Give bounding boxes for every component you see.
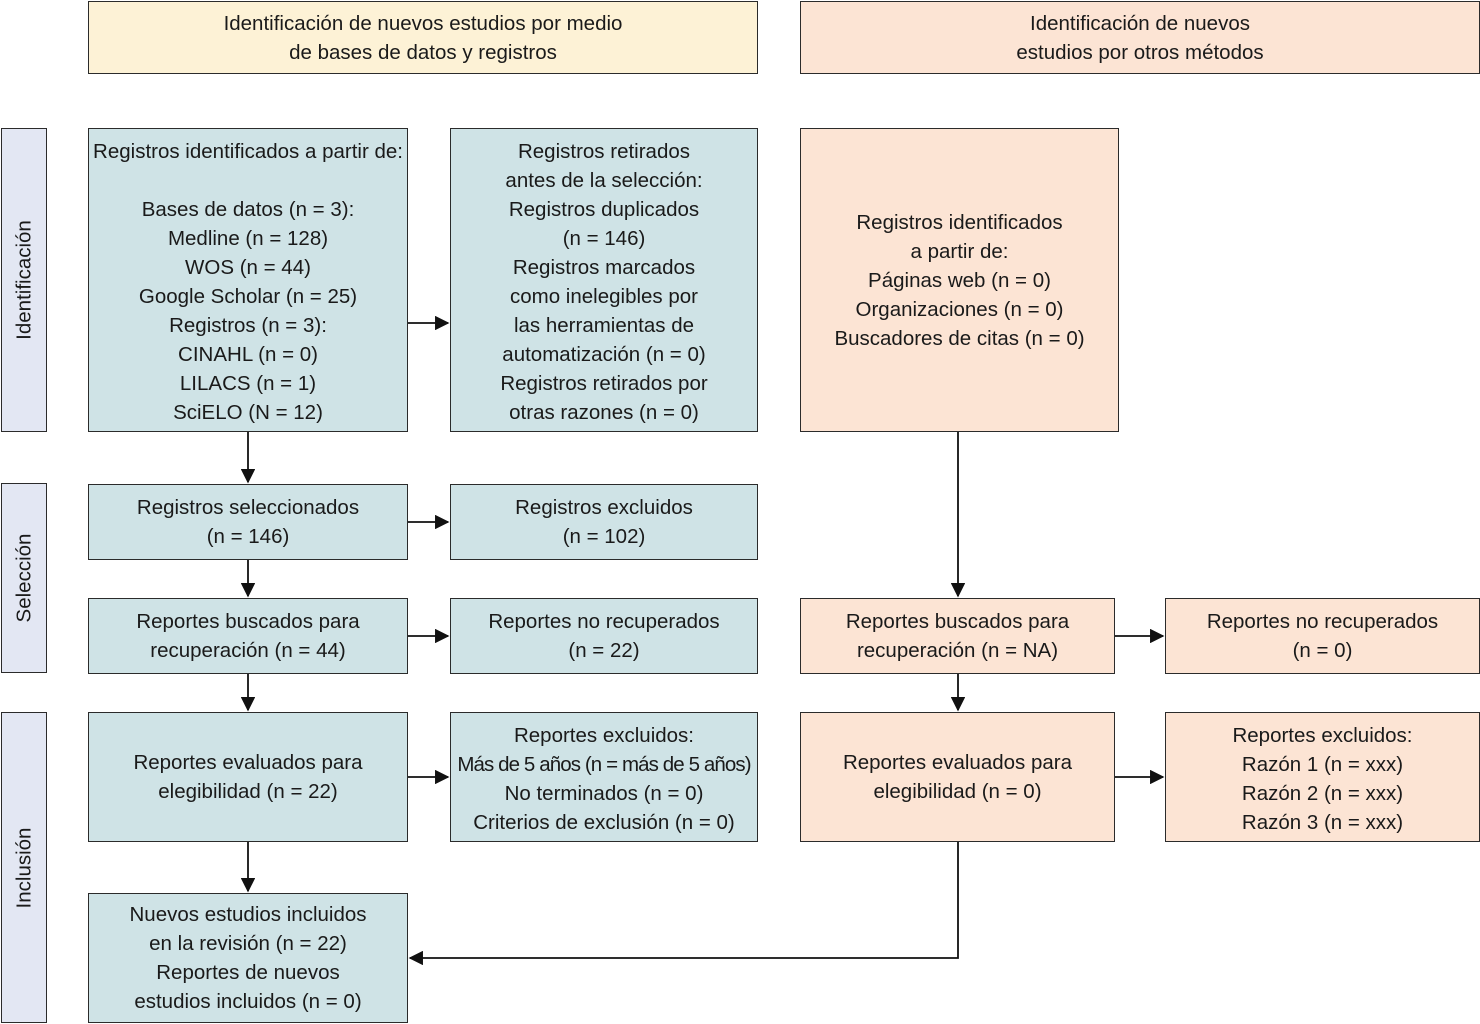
box-line: Razón 1 (n = xxx) bbox=[1241, 753, 1404, 776]
box-title: Registros identificados a partir de: bbox=[93, 140, 403, 163]
records-excluded-box: Registros excluidos (n = 102) bbox=[450, 484, 758, 560]
records-removed-box: Registros retirados antes de la selecció… bbox=[450, 128, 758, 432]
box-line: las herramientas de bbox=[513, 314, 695, 337]
records-screened-box: Registros seleccionados (n = 146) bbox=[88, 484, 408, 560]
box-line: otras razones (n = 0) bbox=[509, 401, 699, 424]
reports-assessed-box: Reportes evaluados para elegibilidad (n … bbox=[88, 712, 408, 842]
other-reports-excluded-box: Reportes excluidos: Razón 1 (n = xxx) Ra… bbox=[1165, 712, 1480, 842]
box-line: LILACS (n = 1) bbox=[179, 372, 317, 395]
phase-selection: Selección bbox=[1, 483, 47, 673]
box-line: Registros excluidos bbox=[515, 496, 693, 519]
box-line: Reportes buscados para bbox=[845, 610, 1070, 633]
reports-excluded-box: Reportes excluidos: Más de 5 años (n = m… bbox=[450, 712, 758, 842]
box-line: Razón 3 (n = xxx) bbox=[1241, 811, 1404, 834]
box-line: Reportes no recuperados bbox=[1206, 610, 1439, 633]
box-line: Registros seleccionados bbox=[136, 496, 360, 519]
box-line: No terminados (n = 0) bbox=[504, 782, 704, 805]
box-line: Registros retirados bbox=[517, 140, 691, 163]
box-line: recuperación (n = 44) bbox=[150, 639, 346, 662]
box-line: automatización (n = 0) bbox=[502, 343, 706, 366]
box-line: (n = 146) bbox=[206, 525, 290, 548]
box-line: recuperación (n = NA) bbox=[856, 639, 1059, 662]
box-line: Medline (n = 128) bbox=[167, 227, 329, 250]
box-line: Buscadores de citas (n = 0) bbox=[834, 326, 1085, 350]
box-line: Organizaciones (n = 0) bbox=[855, 297, 1064, 321]
box-line: SciELO (N = 12) bbox=[173, 401, 323, 424]
box-line: (n = 102) bbox=[562, 525, 646, 548]
box-line: Reportes no recuperados bbox=[488, 610, 720, 633]
box-line: Reportes de nuevos bbox=[156, 961, 340, 984]
box-line: Reportes excluidos: bbox=[1232, 724, 1413, 747]
other-reports-sought-box: Reportes buscados para recuperación (n =… bbox=[800, 598, 1115, 674]
box-line: Reportes excluidos: bbox=[513, 724, 695, 747]
box-line: Registros identificados bbox=[856, 210, 1063, 234]
box-line: WOS (n = 44) bbox=[185, 256, 311, 279]
reports-sought-box: Reportes buscados para recuperación (n =… bbox=[88, 598, 408, 674]
box-line: Reportes buscados para bbox=[136, 610, 360, 633]
other-reports-not-retrieved-box: Reportes no recuperados (n = 0) bbox=[1165, 598, 1480, 674]
reports-not-retrieved-box: Reportes no recuperados (n = 22) bbox=[450, 598, 758, 674]
box-line: estudios incluidos (n = 0) bbox=[134, 990, 362, 1013]
box-line: en la revisión (n = 22) bbox=[149, 932, 347, 955]
box-line: Más de 5 años (n = más de 5 años) bbox=[457, 753, 751, 776]
header-line: estudios por otros métodos bbox=[1016, 40, 1264, 64]
studies-included-box: Nuevos estudios incluidos en la revisión… bbox=[88, 893, 408, 1023]
box-line: Google Scholar (n = 25) bbox=[138, 285, 358, 308]
box-line: (n = 146) bbox=[562, 227, 646, 250]
box-line: Páginas web (n = 0) bbox=[868, 268, 1051, 292]
header-line: de bases de datos y registros bbox=[289, 40, 557, 64]
box-line: elegibilidad (n = 22) bbox=[158, 780, 338, 803]
box-line: (n = 22) bbox=[568, 639, 640, 662]
header-line: Identificación de nuevos bbox=[1030, 11, 1250, 35]
header-other-methods: Identificación de nuevos estudios por ot… bbox=[800, 1, 1480, 74]
other-reports-assessed-box: Reportes evaluados para elegibilidad (n … bbox=[800, 712, 1115, 842]
box-line: Nuevos estudios incluidos bbox=[129, 903, 367, 926]
box-line: CINAHL (n = 0) bbox=[178, 343, 318, 366]
box-line: Criterios de exclusión (n = 0) bbox=[473, 811, 735, 834]
header-line: Identificación de nuevos estudios por me… bbox=[223, 11, 623, 35]
box-line: Registros duplicados bbox=[508, 198, 700, 221]
box-line: Registros (n = 3): bbox=[169, 314, 327, 337]
box-line: Bases de datos (n = 3): bbox=[141, 198, 355, 221]
box-line: como inelegibles por bbox=[509, 285, 699, 308]
box-line: (n = 0) bbox=[1292, 639, 1353, 662]
box-line: Reportes evaluados para bbox=[133, 751, 363, 774]
phase-identification: Identificación bbox=[1, 128, 47, 432]
box-line: Registros marcados bbox=[512, 256, 696, 279]
other-records-identified-box: Registros identificados a partir de: Pág… bbox=[800, 128, 1119, 432]
box-line: Reportes evaluados para bbox=[842, 751, 1073, 774]
arrow-other-assessed-to-included bbox=[408, 842, 959, 966]
box-line: antes de la selección: bbox=[505, 169, 703, 192]
phase-inclusion: Inclusión bbox=[1, 712, 47, 1023]
box-line: a partir de: bbox=[910, 239, 1009, 263]
box-line: Razón 2 (n = xxx) bbox=[1241, 782, 1404, 805]
box-line: elegibilidad (n = 0) bbox=[873, 780, 1042, 803]
box-line: Registros retirados por bbox=[500, 372, 708, 395]
records-identified-box: Registros identificados a partir de: Bas… bbox=[88, 128, 408, 432]
header-databases: Identificación de nuevos estudios por me… bbox=[88, 1, 758, 74]
